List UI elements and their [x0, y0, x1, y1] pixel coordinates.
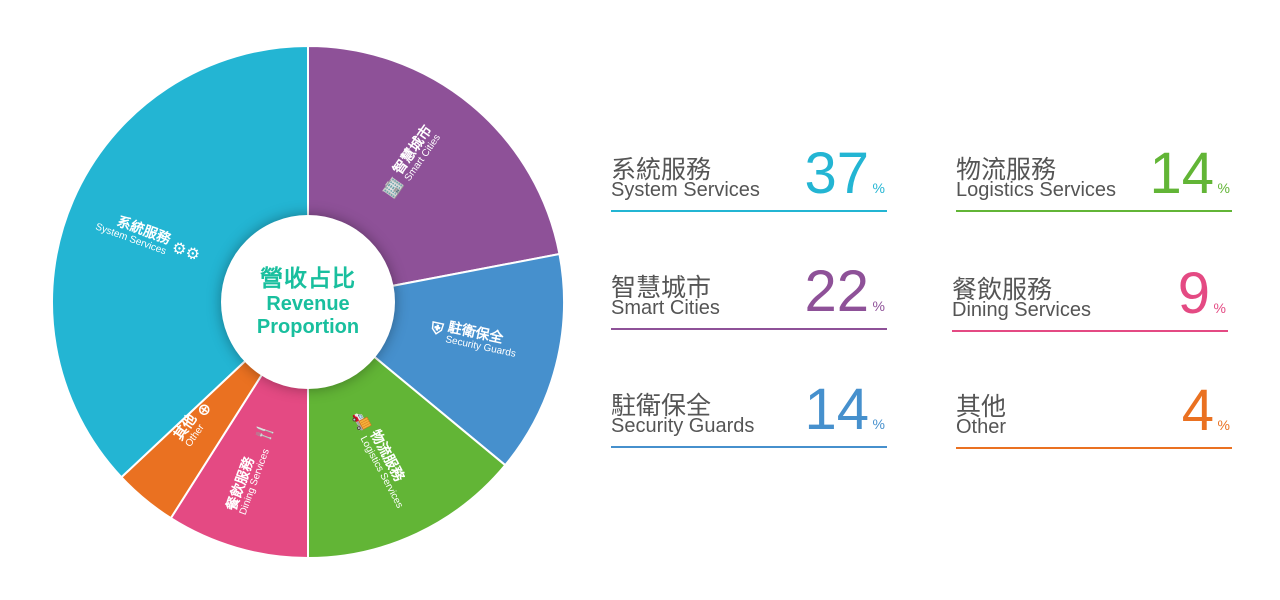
chart-title-en: Revenue Proportion [256, 293, 360, 338]
legend-label-en: Smart Cities [611, 297, 720, 319]
chart-title: 營收占比 [260, 265, 356, 291]
legend-label-zh: 駐衛保全 [611, 392, 712, 420]
legend-item-dining: 餐飲服務 Dining Services 9 % [952, 262, 1228, 332]
legend-item-system: 系統服務 System Services 37 % [611, 142, 887, 212]
legend-value: 14 [804, 377, 869, 442]
legend-unit: % [1217, 417, 1230, 433]
legend-item-smart-cities: 智慧城市 Smart Cities 22 % [611, 260, 887, 330]
legend-label-zh: 系統服務 [611, 156, 712, 184]
legend-label-zh: 餐飲服務 [952, 276, 1053, 304]
legend-label-zh: 智慧城市 [611, 274, 712, 302]
legend-unit: % [872, 180, 885, 196]
legend-label-en: Logistics Services [956, 179, 1117, 201]
legend-label-en: System Services [611, 179, 760, 201]
legend-unit: % [1213, 300, 1226, 316]
pie-center-title: 營收占比 Revenue Proportion [221, 215, 395, 389]
legend-unit: % [872, 416, 885, 432]
pie-slice-system-services [51, 44, 309, 479]
legend-label-zh: 其他 [956, 393, 1007, 421]
pie-slice-smart-cities [307, 44, 561, 304]
legend-unit: % [872, 298, 885, 314]
legend-label-en: Other [956, 416, 1007, 438]
shield-icon: ⛨ [429, 320, 445, 340]
legend-item-other: 其他 Other 4 % [956, 379, 1232, 449]
legend-value: 14 [1149, 141, 1214, 206]
legend-unit: % [1217, 180, 1230, 196]
legend-value: 9 [1177, 261, 1210, 326]
legend-label-zh: 物流服務 [956, 156, 1057, 184]
legend-item-logistics: 物流服務 Logistics Services 14 % [956, 142, 1232, 212]
legend-label-en: Security Guards [611, 415, 755, 437]
legend-label-en: Dining Services [952, 299, 1091, 321]
legend-item-security: 駐衛保全 Security Guards 14 % [611, 378, 887, 448]
legend-value: 37 [804, 141, 869, 206]
legend-value: 22 [804, 259, 869, 324]
legend-value: 4 [1181, 378, 1214, 443]
